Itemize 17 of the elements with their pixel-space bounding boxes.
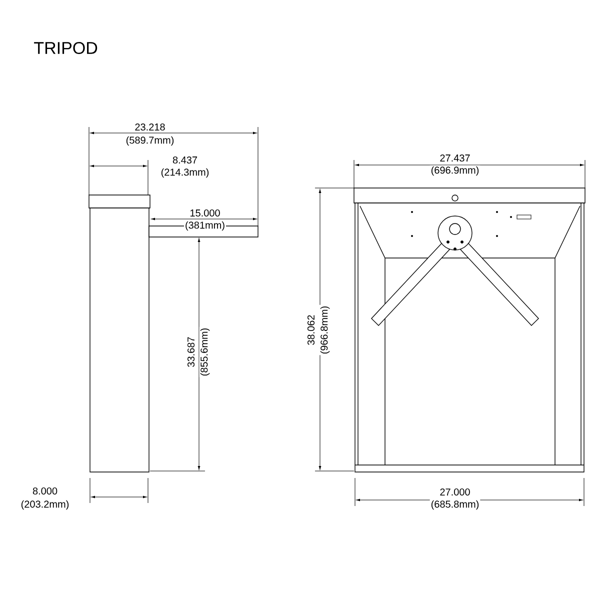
- dimension-label: (203.2mm): [20, 499, 70, 511]
- dimension-label: 38.062: [306, 314, 316, 346]
- title: TRIPOD: [34, 42, 98, 54]
- dimension-label: (966.8mm): [319, 304, 331, 356]
- dimension-label: (855.6mm): [199, 326, 211, 378]
- dimension-label: (696.9mm): [430, 165, 480, 177]
- dimension-label: 8.000: [32, 486, 58, 496]
- dimension-label: (685.8mm): [430, 499, 480, 511]
- dimension-label: 27.000: [438, 487, 472, 497]
- dimension-label: (214.3mm): [160, 167, 210, 179]
- dimension-label: (589.7mm): [124, 135, 176, 147]
- dimension-label: 23.218: [134, 122, 166, 132]
- dimension-label: 15.000: [188, 208, 222, 218]
- dimension-label: 33.687: [186, 336, 196, 368]
- dimension-label: 8.437: [172, 155, 199, 165]
- dimension-label: (381mm): [184, 220, 226, 232]
- dimension-label: 27.437: [438, 153, 472, 163]
